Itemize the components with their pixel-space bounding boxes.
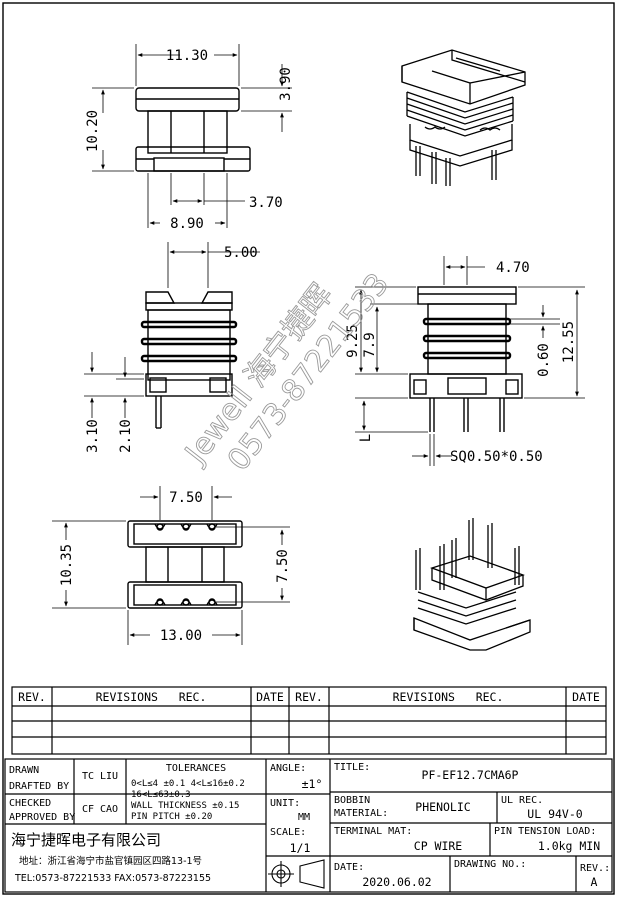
iso-view-bottom [413,518,531,651]
projection-symbol-icon [268,859,325,889]
ul-value: UL 94V-0 [527,807,582,821]
front-view-top-dims [92,44,292,228]
company-contact: TEL:0573-87221533 FAX:0573-87223155 [14,873,211,884]
dim-top-width: 11.30 [166,48,208,64]
side-view-right-dims [355,256,585,466]
rev-label: REV.: [580,863,610,874]
bobbin-material-label: MATERIAL: [334,808,388,819]
dim-bottom-pitch: 7.50 [169,490,203,506]
angle-value: ±1° [302,777,323,791]
unit-value: MM [298,812,310,823]
watermark: Jewell 海宁捷晖 0573-87221533 [177,267,397,478]
tol-line4: PIN PITCH ±0.20 [131,812,212,822]
ul-label: UL REC. [501,795,543,806]
approved-label: APPROVED BY [9,812,75,823]
tol-line3: WALL THICKNESS ±0.15 [131,801,239,811]
front-view-top [135,87,251,172]
checked-label: CHECKED [9,798,51,809]
dim-pin-length: L [358,434,374,442]
bobbin-value: PHENOLIC [415,800,470,814]
angle-label: ANGLE: [270,763,306,774]
approved-value: CF CAO [82,804,118,815]
date-header-left: DATE [256,690,284,704]
unit-label: UNIT: [270,798,300,809]
dim-top-flange: 3.90 [278,67,294,101]
rec-header-left: REVISIONS REC. [96,690,207,704]
dim-right-h2: 7.9 [362,332,378,357]
title-label: TITLE: [334,762,370,773]
rev-header-left: REV. [18,690,46,704]
title-value: PF-EF12.7CMA6P [422,768,519,782]
dim-side-half: 5.00 [224,245,258,261]
company-name: 海宁捷晖电子有限公司 [11,831,161,849]
bottom-view-dims [52,486,290,645]
date-label: DATE: [334,862,364,873]
revision-table [11,686,607,755]
dim-right-half: 4.70 [496,260,530,276]
scale-label: SCALE: [270,827,306,838]
dim-top-pin-gap: 3.70 [249,195,283,211]
company-address: 地址：浙江省海宁市盐官镇园区四路13-1号 [19,855,202,867]
tol-line1: 0<L≤4 ±0.1 4<L≤16±0.2 [131,779,245,789]
terminal-label: TERMINAL MAT: [334,826,412,837]
bottom-view [127,520,243,609]
side-view-right [409,286,523,432]
drawing-no-label: DRAWING NO.: [454,859,526,870]
dim-bottom-width: 13.00 [160,628,202,644]
dim-right-h3: 0.60 [536,343,552,377]
dim-right-h1: 9.25 [345,324,361,358]
side-view-left-dims [84,242,260,418]
dim-side-base: 3.10 [85,419,101,453]
pin-tension-value: 1.0kg MIN [538,839,600,853]
bobbin-label: BOBBIN [334,795,370,806]
rec-header-right: REVISIONS REC. [393,690,504,704]
drafted-value: TC LIU [82,771,118,782]
dim-top-pin-span: 8.90 [170,216,204,232]
side-view-left [140,291,238,429]
dim-right-total: 12.55 [561,321,577,363]
tolerances-label: TOLERANCES [166,763,226,774]
terminal-value: CP WIRE [414,839,463,853]
drafted-label: DRAFTED BY [9,781,69,792]
dim-top-height: 10.20 [85,110,101,152]
iso-view-top [401,49,526,186]
rev-value: A [591,875,598,889]
dim-bottom-row: 7.50 [275,549,291,583]
rev-header-right: REV. [295,690,323,704]
drawn-label: DRAWN [9,765,39,776]
dim-side-pin: 2.10 [118,419,134,453]
dim-bottom-depth: 10.35 [59,544,75,586]
dim-pin-square: SQ0.50*0.50 [450,449,543,465]
scale-value: 1/1 [290,841,311,855]
title-block-grid [4,758,613,893]
date-value: 2020.06.02 [362,875,431,889]
pin-tension-label: PIN TENSION LOAD: [494,826,596,837]
date-header-right: DATE [572,690,600,704]
tol-line2: 16<L≤63±0.3 [131,790,191,800]
